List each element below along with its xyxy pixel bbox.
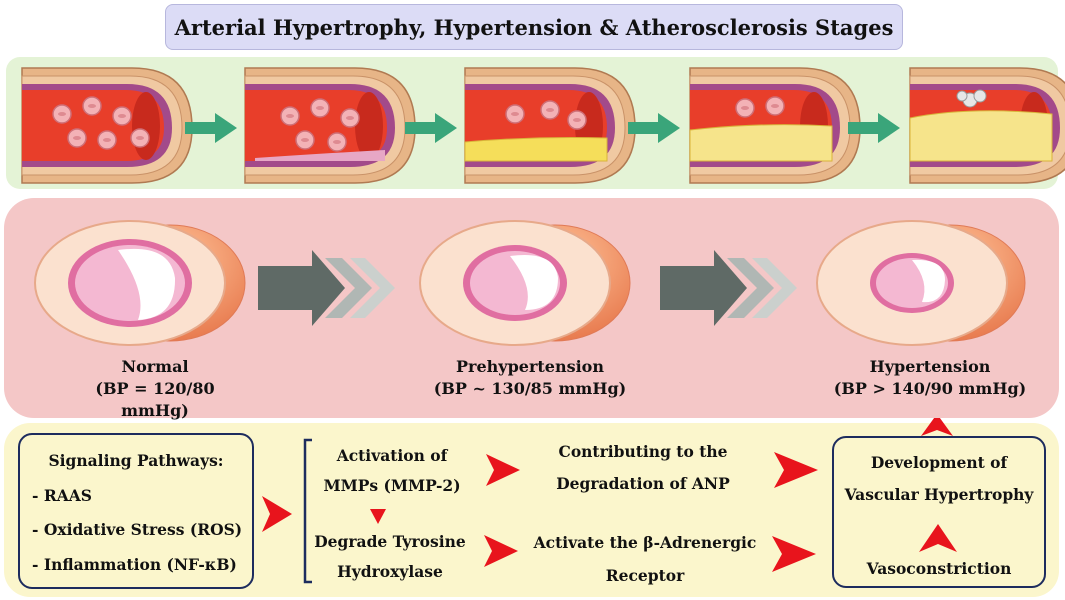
red-arrow-icon [486, 454, 520, 486]
grouping-bracket [303, 438, 312, 584]
vessel-early-damage [244, 67, 416, 184]
mmp-line-1: Activation of [336, 446, 448, 465]
mmp-line-2: MMPs (MMP-2) [323, 476, 461, 495]
red-arrow-icon [262, 496, 292, 532]
signaling-heading: Signaling Pathways: [48, 451, 224, 470]
beta-line-2: Receptor [605, 566, 685, 585]
vessel-rupture [909, 67, 1065, 184]
tyrosine-hydroxylase-text: Degrade Tyrosine Hydroxylase [300, 527, 480, 587]
cross-section-prehypertension [419, 220, 631, 346]
signaling-item-ros: - Oxidative Stress (ROS) [32, 520, 243, 539]
gray-arrow-icon [258, 250, 395, 326]
signaling-pathways-box [18, 433, 254, 589]
green-arrow-icon [848, 113, 900, 143]
gray-arrow-icon [660, 250, 797, 326]
vessel-plaque [689, 67, 861, 184]
outcome-line-2: Vascular Hypertrophy [844, 485, 1034, 504]
signaling-item-nfkb: - Inflammation (NF-κB) [32, 555, 237, 574]
anp-degradation-text: Contributing to the Degradation of ANP [538, 436, 748, 500]
cross-section-normal [34, 220, 246, 346]
outcome-line-1: Development of [870, 453, 1008, 472]
stage-prehypertension-bp: (BP ~ 130/85 mmHg) [433, 379, 627, 398]
vessel-cross-sections [34, 220, 1026, 346]
vasoconstriction-text: Vasoconstriction [866, 559, 1012, 578]
tyrosine-line-1: Degrade Tyrosine [314, 532, 466, 551]
green-arrow-icon [628, 113, 680, 143]
beta-line-1: Activate the β-Adrenergic [533, 533, 757, 552]
signaling-flow-arrows [262, 418, 957, 584]
stage-normal-bp: (BP = 120/80 mmHg) [95, 379, 215, 420]
red-arrow-icon [774, 452, 818, 488]
stage-hypertension-name: Hypertension [869, 357, 991, 376]
stage-normal-label: Normal (BP = 120/80 mmHg) [60, 356, 250, 422]
green-arrow-icon [405, 113, 457, 143]
stage-normal-name: Normal [121, 357, 189, 376]
stage-hypertension-bp: (BP > 140/90 mmHg) [833, 379, 1027, 398]
red-arrow-up-icon [919, 524, 957, 552]
red-arrow-down-icon [370, 509, 386, 524]
atherosclerosis-illustration [21, 67, 1065, 184]
tyrosine-line-2: Hydroxylase [337, 562, 443, 581]
signaling-item-raas: - RAAS [32, 486, 92, 505]
beta-adrenergic-text: Activate the β-Adrenergic Receptor [520, 526, 770, 592]
vessel-healthy [21, 67, 193, 184]
stage-prehypertension-name: Prehypertension [456, 357, 604, 376]
stage-hypertension-label: Hypertension (BP > 140/90 mmHg) [820, 356, 1040, 400]
cross-section-hypertension [816, 220, 1026, 346]
red-arrow-up-icon [921, 418, 953, 436]
anp-line-1: Contributing to the [558, 442, 728, 461]
vascular-hypertrophy-text: Development of Vascular Hypertrophy [832, 447, 1046, 511]
green-arrow-icon [185, 113, 237, 143]
mmp-activation-text: Activation of MMPs (MMP-2) [322, 441, 462, 501]
stage-prehypertension-label: Prehypertension (BP ~ 130/85 mmHg) [420, 356, 640, 400]
vascular-hypertrophy-box [832, 436, 1046, 588]
progression-arrows [185, 113, 900, 143]
red-arrow-icon [772, 536, 816, 572]
vessel-fatty-streak [464, 67, 636, 184]
diagram-title: Arterial Hypertrophy, Hypertension & Ath… [165, 4, 903, 50]
red-arrow-icon [484, 535, 518, 567]
anp-line-2: Degradation of ANP [556, 474, 730, 493]
